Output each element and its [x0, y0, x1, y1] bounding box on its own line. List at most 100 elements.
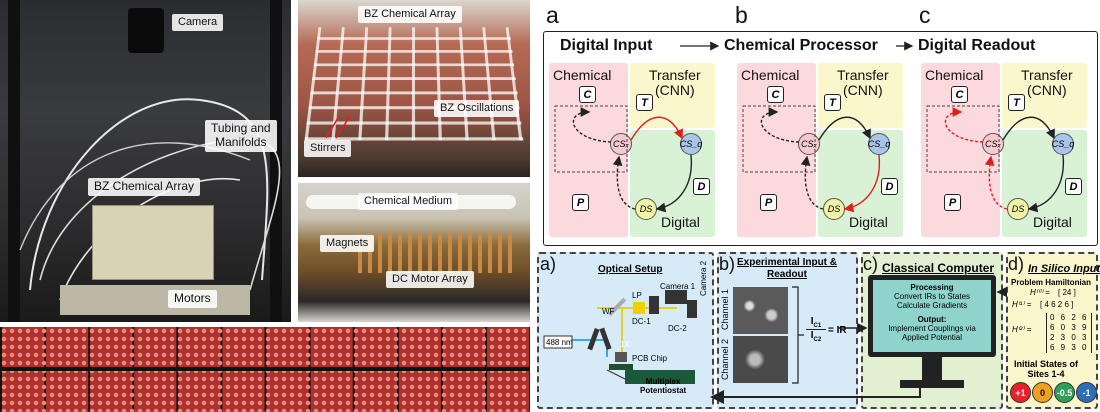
- bracket: [792, 286, 804, 384]
- chemical-label: Chemical: [925, 67, 984, 83]
- label-medium: Chemical Medium: [358, 193, 459, 210]
- state-chip: -1: [1076, 382, 1097, 403]
- box-t: T: [824, 94, 841, 111]
- box-p: P: [944, 194, 961, 211]
- panel-c-letter: c): [863, 254, 878, 274]
- ratio-ir: = IR: [828, 325, 847, 336]
- cs-to-cq-arrow: [1002, 116, 1055, 141]
- transfer-label: Transfer (CNN): [649, 67, 701, 98]
- motor-photo: Chemical Medium Magnets DC Motor Array: [298, 183, 530, 322]
- box-t: T: [636, 94, 653, 111]
- h2-matrix: 0 6 2 6 6 0 3 9 2 3 0 3 6 9 3 0: [1046, 313, 1093, 353]
- self-loop-box: [742, 105, 816, 173]
- panel-a-letter: a): [540, 254, 557, 274]
- panel-b-letter: b): [719, 254, 736, 274]
- label-oscillations: BZ Oscillations: [434, 100, 520, 117]
- digital-label: Digital: [661, 214, 700, 230]
- channel2-image: [733, 336, 788, 383]
- label-motors: Motors: [168, 290, 217, 308]
- label-tubing: Tubing and Manifolds: [205, 120, 277, 152]
- ratio-i2-sub: C2: [813, 337, 822, 343]
- frames-divider: [0, 367, 530, 371]
- output-lines: Implement Couplings via Applied Potentia…: [888, 323, 976, 342]
- pipeline-processor: Chemical Processor: [724, 37, 878, 54]
- self-loop-arrow: [944, 107, 984, 143]
- label-wf: WF: [602, 307, 615, 316]
- setup-photo: Camera Tubing and Manifolds BZ Chemical …: [0, 0, 291, 322]
- experimental-title: Experimental Input & Readout: [737, 257, 838, 280]
- h1-matrix: [ 4 6 2 6 ]: [1040, 300, 1074, 309]
- letter-b: b: [735, 2, 748, 28]
- stirrer-arrows: [325, 115, 351, 139]
- oscillation-frames: [0, 327, 530, 412]
- magnet-row: [358, 233, 518, 273]
- h2-label: H⁽²⁾ =: [1012, 325, 1032, 334]
- label-magnets: Magnets: [320, 235, 375, 252]
- box-d: D: [1065, 178, 1082, 195]
- classical-title: Classical Computer: [882, 261, 995, 275]
- table-base: [60, 285, 250, 315]
- frame-left: [8, 0, 20, 322]
- cq-to-ds-arrow: [655, 154, 693, 213]
- chemical-label: Chemical: [553, 67, 612, 83]
- cq-to-ds-arrow: [1027, 154, 1065, 213]
- array-top-photo: BZ Chemical Array BZ Oscillations Stirre…: [298, 0, 530, 177]
- label-bz-array: BZ Chemical Array: [88, 178, 201, 196]
- processing-lines: Convert IRs to States Calculate Gradient…: [893, 292, 971, 311]
- label-pcb-chip: PCB Chip: [632, 354, 668, 363]
- node-cq: CS_q: [868, 133, 890, 155]
- camera-body: [128, 8, 164, 53]
- cq-to-ds-arrow: [843, 154, 881, 213]
- h0-label: H⁽⁰⁾ =: [1030, 288, 1050, 297]
- box-t: T: [1008, 94, 1025, 111]
- digital-label: Digital: [849, 214, 888, 230]
- self-loop-arrow: [760, 107, 800, 143]
- panel-d-letter: d): [1008, 254, 1025, 274]
- chemical-label: Chemical: [741, 67, 800, 83]
- optical-diagram: [543, 290, 697, 384]
- transfer-label: Transfer (CNN): [1021, 67, 1073, 98]
- letter-a: a: [546, 2, 559, 28]
- self-loop-box: [554, 105, 628, 173]
- frame-right: [270, 0, 282, 322]
- optical-setup-title: Optical Setup: [598, 264, 663, 275]
- pipeline-panel: [543, 31, 1098, 246]
- ratio-i1-sub: C1: [813, 323, 822, 329]
- cs-to-cq-arrow: [630, 116, 683, 141]
- h0-matrix: [ 24 ]: [1058, 288, 1076, 297]
- state-chip: +1: [1010, 382, 1031, 403]
- ds-to-cs-arrow: [800, 155, 824, 210]
- self-loop-box: [926, 105, 1000, 173]
- self-loop-arrow: [572, 107, 612, 143]
- label-lens: 1X: [620, 340, 630, 349]
- label-lp: LP: [632, 291, 642, 300]
- processing-heading: Processing: [910, 283, 954, 292]
- label-motor-array: DC Motor Array: [386, 271, 474, 288]
- box-c: C: [951, 86, 968, 103]
- label-laser: 488 nm: [546, 338, 573, 347]
- label-camera: Camera: [172, 14, 224, 31]
- label-array-title: BZ Chemical Array: [358, 6, 462, 23]
- ds-to-cs-arrow: [984, 155, 1008, 210]
- digital-label: Digital: [1033, 214, 1072, 230]
- label-dc1: DC-1: [632, 317, 651, 326]
- label-dc2: DC-2: [668, 324, 687, 333]
- channel1-image: [733, 287, 788, 334]
- initial-states: Initial States of Sites 1-4: [1014, 359, 1079, 379]
- box-d: D: [693, 178, 710, 195]
- h1-label: H⁽¹⁾ =: [1012, 300, 1032, 309]
- label-potentiostat: Multiplex Potentiostat: [640, 377, 687, 395]
- ratio: IC1 IC2: [806, 316, 826, 343]
- output-heading: Output:: [917, 314, 947, 324]
- box-c: C: [579, 86, 596, 103]
- node-cq: CS_q: [680, 133, 702, 155]
- pipeline-readout: Digital Readout: [918, 37, 1036, 54]
- monitor-screen: Processing Convert IRs to States Calcula…: [873, 280, 991, 352]
- state-chip: -0.5: [1054, 382, 1075, 403]
- box-p: P: [572, 194, 589, 211]
